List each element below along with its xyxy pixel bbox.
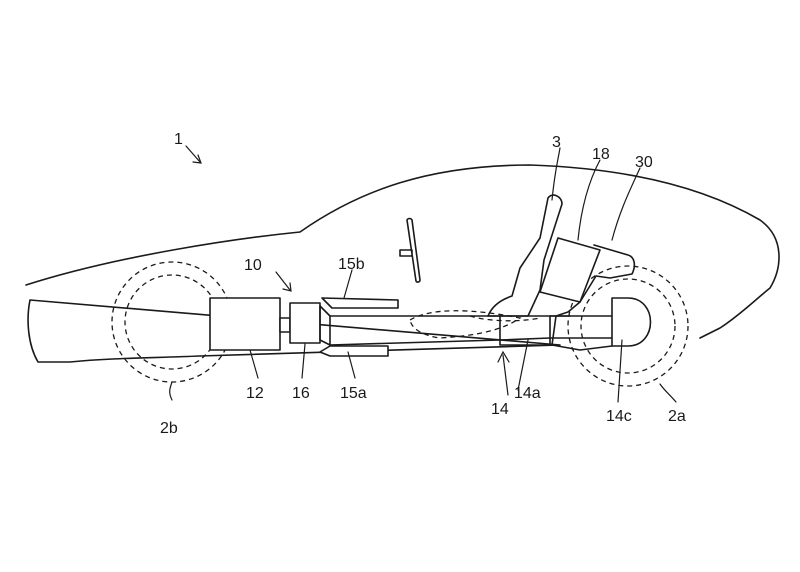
label-motor: 12	[246, 385, 264, 402]
motor-block	[209, 297, 281, 351]
frame-section-14a	[499, 315, 551, 346]
label-frame: 14	[491, 401, 509, 418]
label-drive-unit: 10	[244, 257, 262, 274]
label-lower-member: 15a	[340, 385, 367, 402]
label-coupling: 16	[292, 385, 310, 402]
steering-wheel	[399, 217, 421, 283]
car-body-outline	[25, 164, 780, 363]
upper-member-15b	[321, 297, 399, 309]
label-front-wheel: 2b	[160, 420, 178, 437]
rear-unit-14c	[611, 297, 652, 347]
label-seat: 3	[552, 134, 561, 151]
component-30	[551, 244, 636, 351]
shaft-stub	[279, 317, 291, 333]
label-upper-member: 15b	[338, 256, 365, 273]
rear-wheel	[567, 265, 689, 387]
coupling-block	[289, 302, 321, 344]
coupling-taper	[319, 305, 331, 346]
lower-member-15a	[319, 345, 389, 357]
seat	[487, 194, 563, 317]
label-component-30: 30	[635, 154, 653, 171]
leader-lines	[169, 145, 677, 403]
label-frame-part-a: 14a	[514, 385, 541, 402]
label-frame-part-c: 14c	[606, 408, 632, 425]
battery-block	[539, 237, 601, 303]
floor-tunnel	[409, 310, 522, 339]
frame-connection	[549, 315, 613, 339]
label-battery: 18	[592, 146, 610, 163]
label-vehicle: 1	[174, 131, 183, 148]
label-rear-wheel: 2a	[668, 408, 686, 425]
floor-dashed-line	[469, 315, 541, 322]
